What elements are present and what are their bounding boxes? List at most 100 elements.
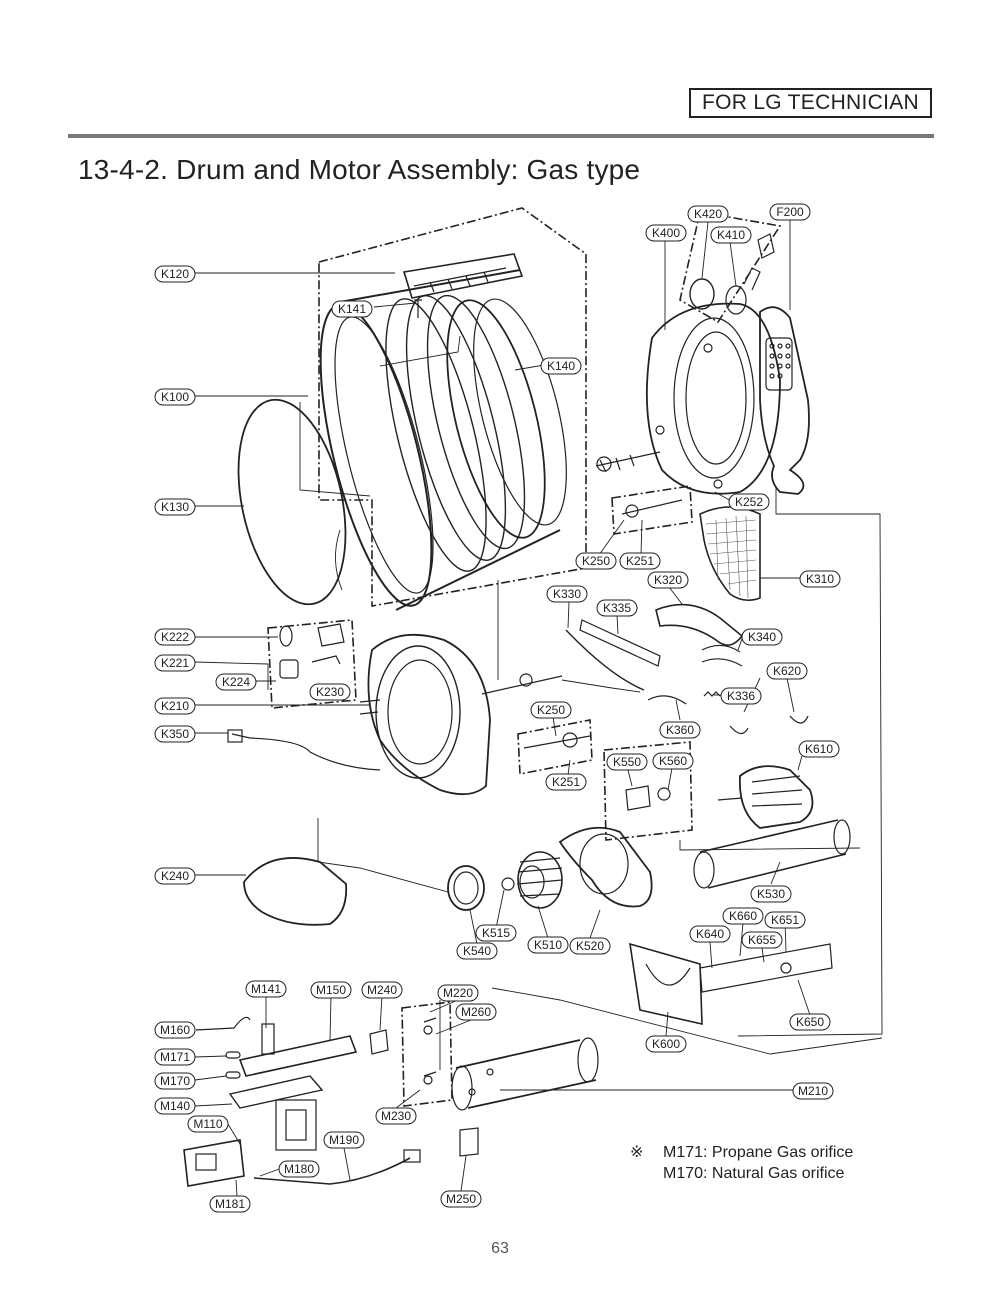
part-callout-frame bbox=[154, 867, 196, 885]
part-callout-frame bbox=[769, 203, 811, 221]
part-callout: K650 bbox=[789, 1013, 831, 1031]
part-code-label: K251 bbox=[552, 775, 580, 789]
part-callout: K655 bbox=[741, 931, 783, 949]
part-callout: F200 bbox=[769, 203, 811, 221]
blower-gasket-shape bbox=[447, 865, 485, 911]
part-callout: K224 bbox=[215, 673, 257, 691]
part-callout-frame bbox=[310, 981, 352, 999]
filter-housing-shape bbox=[759, 306, 810, 495]
part-callout-frame bbox=[728, 493, 770, 511]
part-callout: M110 bbox=[187, 1115, 229, 1133]
part-code-label: K360 bbox=[666, 723, 694, 737]
part-callout-frame bbox=[154, 498, 196, 516]
part-callout-frame bbox=[245, 980, 287, 998]
part-code-label: K510 bbox=[534, 938, 562, 952]
part-callout-frame bbox=[799, 570, 841, 588]
part-code-label: K130 bbox=[161, 500, 189, 514]
sensor-assembly-shape bbox=[699, 943, 833, 993]
part-callout-frame bbox=[475, 924, 517, 942]
part-callout-frame bbox=[619, 552, 661, 570]
rear-seal-shape bbox=[655, 603, 744, 646]
part-callout-frame bbox=[331, 300, 373, 318]
clip-shape bbox=[647, 695, 687, 705]
part-callout: M160 bbox=[154, 1021, 196, 1039]
part-callout-frame bbox=[540, 357, 582, 375]
part-code-label: K250 bbox=[582, 554, 610, 568]
part-callout: K610 bbox=[798, 740, 840, 758]
harness-shape bbox=[231, 733, 381, 771]
part-callout-frame bbox=[437, 984, 479, 1002]
part-code-label: K330 bbox=[553, 587, 581, 601]
gas-pipe-shape bbox=[253, 1157, 411, 1185]
ring-shape bbox=[689, 278, 715, 310]
valve-group-outline bbox=[401, 1001, 453, 1107]
part-callout-frame bbox=[798, 740, 840, 758]
part-code-label: K420 bbox=[694, 207, 722, 221]
part-callout-frame bbox=[361, 981, 403, 999]
part-callout: K520 bbox=[569, 937, 611, 955]
part-code-label: M180 bbox=[284, 1162, 314, 1176]
part-code-label: K320 bbox=[654, 573, 682, 587]
part-code-label: K240 bbox=[161, 869, 189, 883]
part-callout-frame bbox=[154, 628, 196, 646]
part-callout: K221 bbox=[154, 654, 196, 672]
part-callout-frame bbox=[323, 1131, 365, 1149]
part-code-label: K520 bbox=[576, 939, 604, 953]
part-callout: K210 bbox=[154, 697, 196, 715]
part-callout-frame bbox=[309, 683, 351, 701]
motor-base-shape bbox=[629, 942, 703, 1026]
part-callout-frame bbox=[689, 925, 731, 943]
drum-group-outline bbox=[318, 207, 587, 607]
part-callout-frame bbox=[154, 697, 196, 715]
part-callout: M181 bbox=[209, 1195, 251, 1213]
part-code-label: K530 bbox=[757, 887, 785, 901]
part-callout: K360 bbox=[659, 721, 701, 739]
part-code-label: K251 bbox=[626, 554, 654, 568]
burner-shape bbox=[238, 1023, 358, 1077]
part-callout: K515 bbox=[475, 924, 517, 942]
part-code-label: M140 bbox=[160, 1099, 190, 1113]
slide-shape bbox=[565, 629, 645, 691]
rear-bulkhead-group-outline bbox=[679, 211, 782, 324]
drum-belt-shape bbox=[237, 398, 347, 606]
part-callout: K250 bbox=[575, 552, 617, 570]
part-code-label: K550 bbox=[613, 755, 641, 769]
support-bracket-shape bbox=[579, 619, 661, 667]
part-code-label: K350 bbox=[161, 727, 189, 741]
reference-mark-icon: ※ bbox=[630, 1144, 644, 1161]
bearing-group-outline bbox=[611, 485, 693, 535]
part-code-label: K651 bbox=[771, 913, 799, 927]
part-callout-frame bbox=[154, 1097, 196, 1115]
page-number: 63 bbox=[491, 1240, 509, 1257]
part-callout: M220 bbox=[437, 984, 479, 1002]
motor-shape bbox=[717, 765, 814, 829]
part-callout: K510 bbox=[527, 936, 569, 954]
part-callout: K640 bbox=[689, 925, 731, 943]
part-callout-frame bbox=[750, 885, 792, 903]
part-code-label: M110 bbox=[193, 1117, 222, 1131]
note-line-propane: M171: Propane Gas orifice bbox=[663, 1144, 854, 1161]
part-callout-frame bbox=[764, 911, 806, 929]
part-callout-frame bbox=[440, 1190, 482, 1208]
part-callout-frame bbox=[741, 628, 783, 646]
part-callout: K600 bbox=[645, 1035, 687, 1053]
part-callout: K240 bbox=[154, 867, 196, 885]
part-callout: M260 bbox=[455, 1003, 497, 1021]
part-callout-frame bbox=[792, 1082, 834, 1100]
part-callout: M171 bbox=[154, 1048, 196, 1066]
part-callout: K410 bbox=[710, 226, 752, 244]
part-code-label: K640 bbox=[696, 927, 724, 941]
part-code-label: K340 bbox=[748, 630, 776, 644]
part-callout-frame bbox=[154, 654, 196, 672]
switch-shape bbox=[625, 785, 651, 811]
part-callout: M150 bbox=[310, 981, 352, 999]
part-callout: M230 bbox=[375, 1107, 417, 1125]
technician-stamp: FOR LG TECHNICIAN bbox=[689, 88, 932, 118]
washer-shape bbox=[501, 877, 515, 891]
part-code-label: F200 bbox=[776, 205, 804, 219]
part-code-label: M210 bbox=[798, 1084, 828, 1098]
part-callout: K336 bbox=[720, 687, 762, 705]
part-callout-frame bbox=[215, 673, 257, 691]
part-callout-frame bbox=[154, 265, 196, 283]
